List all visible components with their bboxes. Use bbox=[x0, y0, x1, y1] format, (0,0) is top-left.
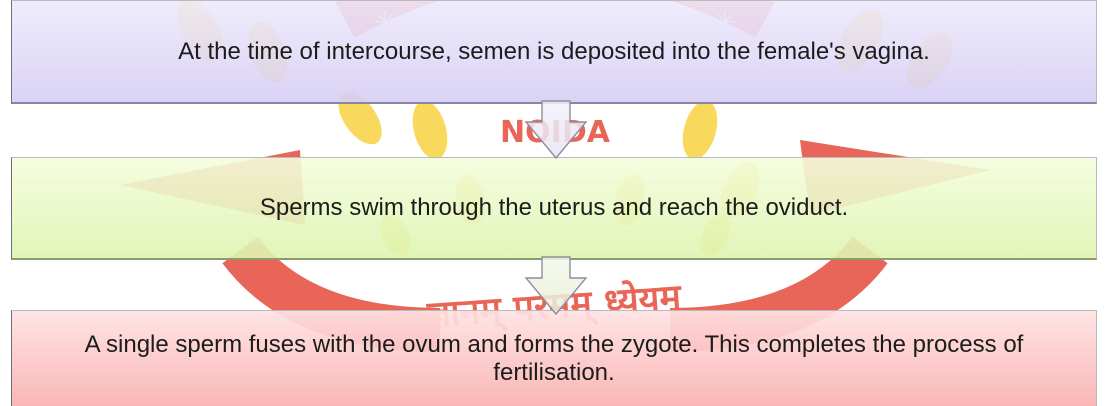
down-arrow-icon bbox=[524, 100, 588, 160]
flow-step-2: Sperms swim through the uterus and reach… bbox=[11, 157, 1097, 260]
watermark-petal bbox=[677, 97, 723, 163]
flow-step-3: A single sperm fuses with the ovum and f… bbox=[11, 310, 1097, 406]
watermark-petal bbox=[407, 97, 453, 163]
flow-step-3-text: A single sperm fuses with the ovum and f… bbox=[30, 331, 1078, 387]
flow-step-1: At the time of intercourse, semen is dep… bbox=[11, 0, 1097, 104]
down-arrow-icon bbox=[524, 256, 588, 316]
flow-step-1-text: At the time of intercourse, semen is dep… bbox=[178, 38, 930, 66]
flow-step-2-text: Sperms swim through the uterus and reach… bbox=[260, 194, 848, 222]
